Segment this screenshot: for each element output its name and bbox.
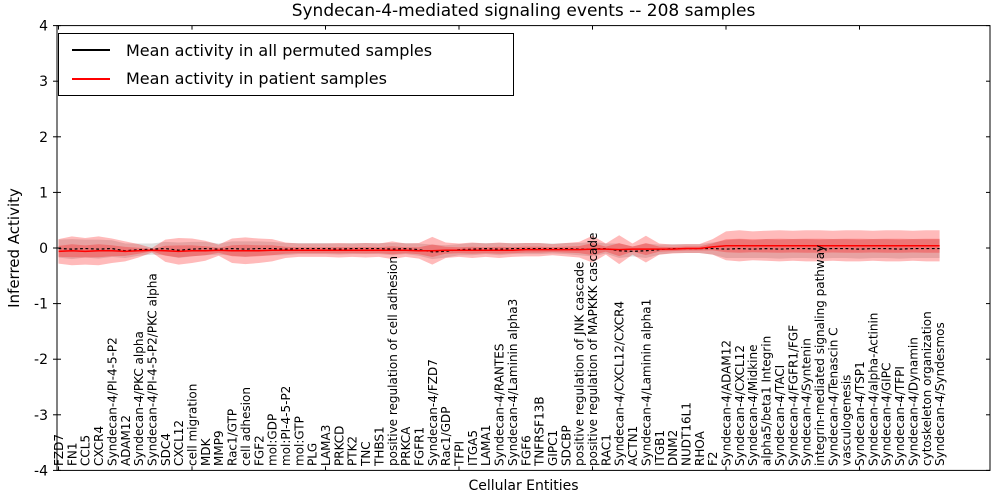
x-axis-label: Cellular Entities — [468, 478, 579, 494]
category-label: CCL5 — [79, 435, 93, 466]
category-label: NUDT16L1 — [679, 402, 693, 466]
category-label: mol:GTP — [292, 416, 306, 466]
category-label: ITGA5 — [466, 430, 480, 466]
category-label: Syndecan-4/TFPI — [893, 366, 907, 466]
category-label: RAC1 — [599, 434, 613, 466]
legend-label-patient: Mean activity in patient samples — [126, 69, 387, 89]
category-label: Syndecan-4/Tenascin C — [826, 327, 840, 466]
category-label: SDC4 — [159, 433, 173, 466]
category-label: FGFR1 — [412, 427, 426, 466]
permuted-band — [58, 239, 940, 260]
category-label: PTK2 — [346, 436, 360, 466]
category-label: Syndecan-4/Dynamin — [906, 337, 920, 466]
patient-band-inner — [58, 238, 940, 258]
legend-item-patient: Mean activity in patient samples — [59, 65, 513, 93]
category-label: Syndecan-4/PI-4-5-P2 — [105, 337, 119, 466]
category-label: mol:PI-4-5-P2 — [279, 386, 293, 466]
category-label: CXCL12 — [172, 420, 186, 466]
permuted-line-sample — [72, 49, 110, 52]
category-label: cell adhesion — [239, 387, 253, 466]
category-label: TNC — [359, 441, 373, 467]
y-axis-label: Inferred Activity — [5, 188, 23, 308]
category-label: ACTN1 — [626, 426, 640, 466]
legend-box: Mean activity in all permuted samples Me… — [58, 33, 514, 96]
category-label: FGF6 — [519, 435, 533, 466]
category-label: Syndecan-4/Laminin alpha3 — [506, 299, 520, 466]
category-label: FGF2 — [252, 435, 266, 466]
y-tick-label: -4 — [34, 463, 48, 479]
y-tick-label: 3 — [39, 74, 48, 90]
category-label: TNFRSF13B — [533, 396, 547, 467]
y-tick-label: -1 — [34, 297, 48, 313]
category-label: Syndecan-4/GIPC — [880, 363, 894, 466]
category-label: Syndecan-4/CXCL12 — [733, 345, 747, 466]
category-label: cytoskeleton organization — [920, 311, 934, 466]
category-label: cell migration — [186, 384, 200, 466]
chart-title: Syndecan-4-mediated signaling events -- … — [291, 1, 756, 21]
patient-mean-line — [58, 245, 940, 253]
category-label: Syndecan-4/PKC alpha — [132, 331, 146, 466]
category-label: Syndecan-4/FZD7 — [426, 359, 440, 466]
category-label: RHOA — [693, 430, 707, 466]
y-tick-label: -2 — [34, 352, 48, 368]
category-label: PRKCA — [399, 426, 413, 466]
category-label: FZD7 — [52, 434, 66, 466]
category-label: Syndecan-4/ADAM12 — [720, 340, 734, 466]
category-label: Syndecan-4/Syndesmos — [933, 322, 947, 466]
legend-item-permuted: Mean activity in all permuted samples — [59, 36, 513, 64]
category-label: LAMA3 — [319, 425, 333, 466]
legend-label-permuted: Mean activity in all permuted samples — [126, 40, 433, 60]
category-label: alpha5/beta1 Integrin — [760, 336, 774, 466]
category-label: ADAM12 — [119, 415, 133, 466]
category-label: vasculogenesis — [840, 375, 854, 466]
category-label: SDCBP — [559, 425, 573, 466]
permuted-mean-line — [58, 247, 940, 253]
category-label: CXCR4 — [92, 426, 106, 466]
category-label: Syndecan-4/TSP1 — [853, 361, 867, 466]
patient-line-sample — [72, 77, 110, 80]
category-label: THBS1 — [372, 426, 386, 467]
category-label: Syndecan-4/TACI — [773, 365, 787, 466]
category-label: DNM2 — [666, 430, 680, 466]
category-label: ITGB1 — [653, 430, 667, 466]
category-label: integrin-mediated signaling pathway — [813, 245, 827, 466]
category-label: positive regulation of JNK cascade — [573, 262, 587, 466]
category-label: Rac1/GTP — [226, 409, 240, 466]
y-tick-label: 4 — [39, 19, 48, 35]
category-label: mol:GDP — [266, 414, 280, 466]
y-tick-label: 0 — [39, 241, 48, 257]
category-label: Syndecan-4/CXCL12/CXCR4 — [613, 301, 627, 466]
category-label: Syndecan-4/PI-4-5-P2/PKC alpha — [145, 273, 159, 466]
category-label: PRKCD — [332, 426, 346, 466]
category-label: Syndecan-4/Laminin alpha1 — [639, 299, 653, 466]
category-label: MMP9 — [212, 430, 226, 466]
category-label: positive regulation of MAPKKK cascade — [586, 233, 600, 466]
category-label: F2 — [706, 451, 720, 466]
category-label: positive regulation of cell adhesion — [386, 256, 400, 466]
category-label: LAMA1 — [479, 425, 493, 466]
y-tick-label: -3 — [34, 408, 48, 424]
category-label: Syndecan-4/Midkine — [746, 345, 760, 466]
category-label: TFPI — [453, 441, 467, 467]
category-label: Syndecan-4/RANTES — [493, 344, 507, 466]
category-label: Syndecan-4/Syntenin — [800, 338, 814, 466]
y-tick-label: 1 — [39, 185, 48, 201]
patient-band-outer — [58, 230, 940, 266]
category-label: Syndecan-4/FGFR1/FGF — [786, 325, 800, 466]
category-label: FN1 — [65, 442, 79, 466]
y-tick-label: 2 — [39, 130, 48, 146]
category-label: PLG — [306, 443, 320, 466]
category-label: MDK — [199, 437, 213, 466]
category-label: GIPC1 — [546, 430, 560, 466]
category-label: Rac1/GDP — [439, 407, 453, 466]
category-label: Syndecan-4/alpha-Actinin — [866, 313, 880, 466]
